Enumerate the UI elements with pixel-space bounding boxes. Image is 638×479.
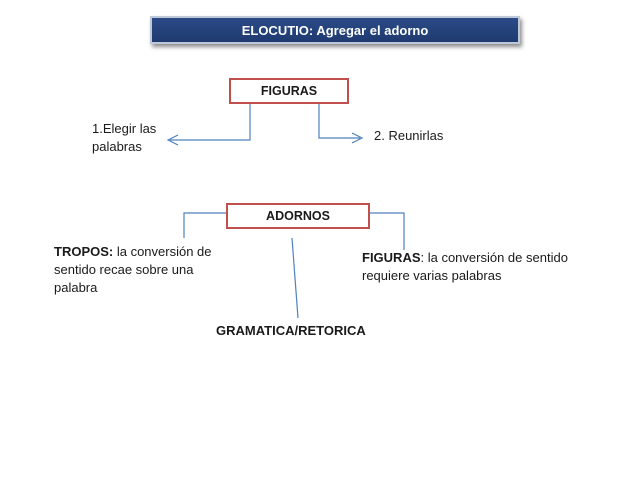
connector-to-tropos [183,212,226,238]
connector-to-gramatica [291,237,299,319]
reunir-label: 2. Reunirlas [374,128,444,143]
figuras-label: FIGURAS [362,250,421,265]
adornos-box: ADORNOS [226,203,370,229]
gramatica-label: GRAMATICA/RETORICA [216,323,366,338]
tropos-label: TROPOS: [54,244,114,259]
arrowhead-right [351,132,364,144]
tropos-text: la conversión de sentido recae sobre una… [54,244,212,295]
tropos-description: TROPOS: la conversión de sentido recae s… [54,243,234,297]
arrowhead-left [166,134,179,146]
elegir-label: 1.Elegir las palabras [92,121,157,154]
connector-to-elegir [170,104,251,141]
figuras-text: : la conversión de sentido requiere vari… [362,250,568,283]
slide-title: ELOCUTIO: Agregar el adorno [150,16,520,44]
figuras-description: FIGURAS: la conversión de sentido requie… [362,249,582,285]
figuras-box: FIGURAS [229,78,349,104]
connector-to-reunir [318,104,360,139]
connector-to-figuras [370,212,405,250]
